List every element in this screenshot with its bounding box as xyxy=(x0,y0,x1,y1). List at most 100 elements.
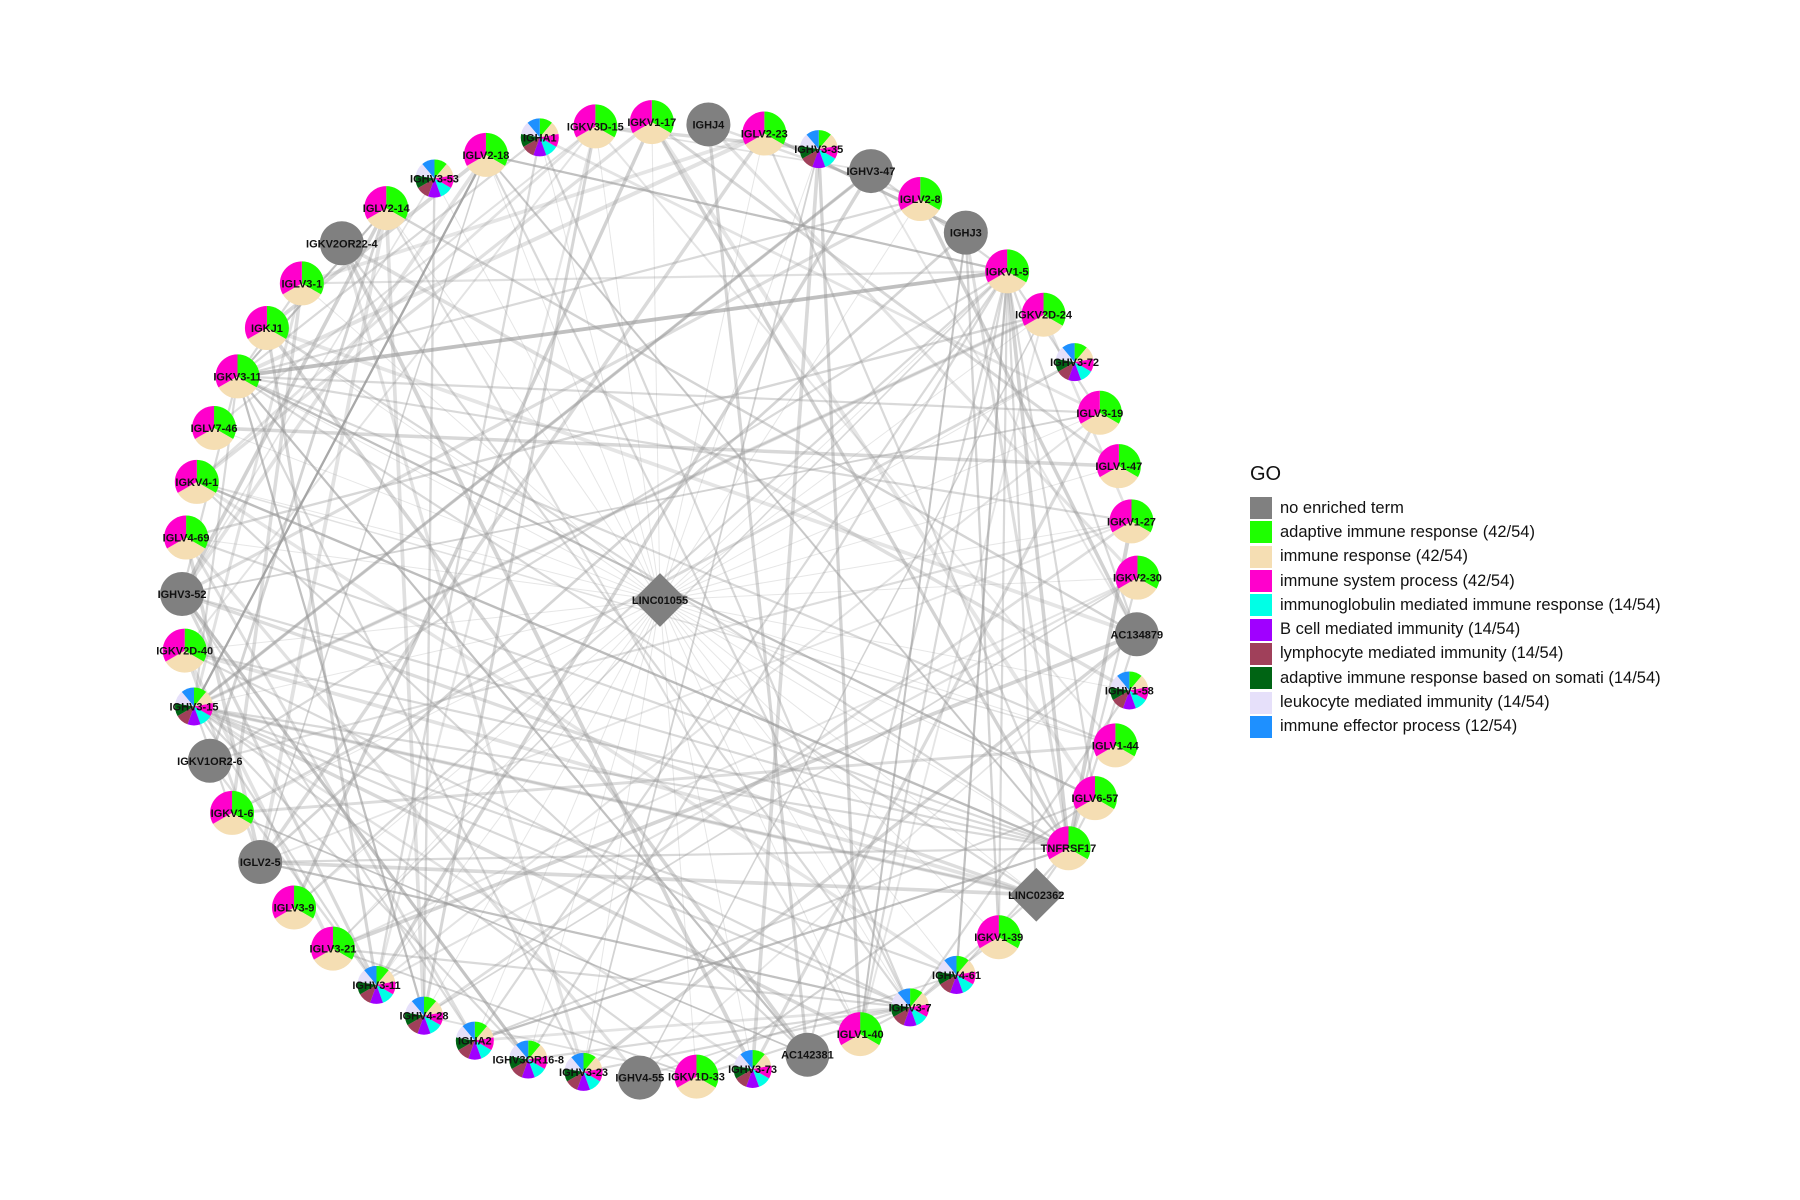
edge xyxy=(375,412,1101,986)
edge xyxy=(659,271,1008,601)
node-label: IGKV3-11 xyxy=(213,371,261,383)
edge xyxy=(236,376,426,1016)
node-label: IGLV4-69 xyxy=(163,533,210,545)
edge xyxy=(423,520,1133,1017)
pie-slice xyxy=(274,907,314,930)
node-label: IGHV3-15 xyxy=(170,701,219,713)
edge xyxy=(259,520,1132,863)
edge xyxy=(293,599,661,908)
edge xyxy=(209,520,1132,762)
edge xyxy=(340,241,1131,692)
pie-slice xyxy=(802,149,819,167)
edge xyxy=(859,232,967,1035)
pie-slice xyxy=(1109,499,1132,533)
pie-slice xyxy=(1074,343,1087,363)
pie-slice xyxy=(539,134,559,147)
edge xyxy=(192,283,304,707)
pie-slice xyxy=(462,1021,475,1041)
node-label: IGKV3D-15 xyxy=(567,121,624,133)
pie-slice xyxy=(1043,292,1066,326)
edge xyxy=(184,649,1069,850)
edge xyxy=(659,520,1132,601)
pie-slice xyxy=(434,175,454,189)
edge xyxy=(1006,271,1038,895)
legend-swatch xyxy=(1250,545,1272,568)
pie-slice xyxy=(272,885,295,919)
node-label: LINC02362 xyxy=(1008,890,1064,902)
node-igkv1-27 xyxy=(1109,499,1154,544)
node-label: IGHV3-53 xyxy=(410,174,459,186)
edge xyxy=(340,242,586,1073)
node-label: LINC01055 xyxy=(632,595,688,607)
pie-slice xyxy=(1074,358,1094,372)
edge xyxy=(193,705,698,1078)
edge xyxy=(1006,271,1097,799)
edge xyxy=(181,593,476,1042)
edge xyxy=(208,207,388,762)
pie-slice xyxy=(841,1034,880,1057)
edge xyxy=(332,576,1138,950)
edge xyxy=(539,136,1101,415)
edge xyxy=(301,131,765,286)
pie-slice xyxy=(164,515,187,549)
edge xyxy=(180,593,530,1061)
edge xyxy=(474,847,1069,1042)
edge xyxy=(180,593,530,1061)
edge xyxy=(1006,271,1138,635)
edge xyxy=(650,120,1120,468)
node-ighj4 xyxy=(686,102,731,147)
edge xyxy=(695,797,1096,1078)
node-tnfrsf17 xyxy=(1046,826,1091,871)
edge xyxy=(259,231,967,864)
pie-slice xyxy=(893,1007,911,1026)
edge xyxy=(706,124,809,1055)
pie-slice xyxy=(539,118,553,138)
edge xyxy=(181,592,1037,897)
pie-slice xyxy=(806,130,819,150)
edge xyxy=(231,812,808,1056)
node-label: IGLV3-1 xyxy=(281,278,322,290)
pie-slice xyxy=(1122,690,1136,710)
edge xyxy=(659,599,1000,938)
edge xyxy=(237,375,661,601)
edge xyxy=(236,131,766,379)
edge xyxy=(707,123,1139,579)
pie-slice xyxy=(364,186,387,220)
node-label: IGLV3-21 xyxy=(310,944,357,956)
plain-node xyxy=(617,1055,662,1100)
node-label: IGLV6-57 xyxy=(1072,793,1119,805)
edge xyxy=(237,269,1008,379)
pie-slice xyxy=(376,981,396,995)
node-igkv4-1 xyxy=(174,459,219,504)
pie-slice xyxy=(468,1040,482,1060)
pie-slice xyxy=(369,984,383,1004)
pie-slice xyxy=(985,249,1008,283)
node-label: IGKV1-6 xyxy=(211,808,254,820)
node-label: IGKV1OR2-6 xyxy=(177,756,242,768)
pie-slice xyxy=(474,1026,494,1041)
legend-label: leukocyte mediated immunity (14/54) xyxy=(1280,693,1550,712)
edge xyxy=(237,375,1116,747)
pie-slice xyxy=(1118,577,1157,600)
edge xyxy=(659,599,754,1070)
node-label: IGHV3-52 xyxy=(158,589,207,601)
pie-slice xyxy=(812,149,826,169)
node-iglv7-46 xyxy=(192,405,237,450)
legend-label: immune effector process (12/54) xyxy=(1280,717,1518,736)
legend-swatch xyxy=(1250,715,1272,738)
pie-slice xyxy=(860,1012,883,1046)
edge xyxy=(964,232,1070,849)
node-ighv3-15 xyxy=(175,687,214,726)
edge xyxy=(859,314,1045,1035)
edge xyxy=(196,480,1069,850)
node-iglv1-40 xyxy=(838,1012,883,1057)
edge xyxy=(193,705,957,976)
edge xyxy=(181,411,1100,595)
plain-node xyxy=(187,738,232,783)
edge xyxy=(301,283,661,601)
pie-slice xyxy=(407,1015,424,1034)
edge xyxy=(659,148,820,601)
pie-slice xyxy=(474,1021,488,1041)
pie-slice xyxy=(196,459,219,493)
node-ighv3-53 xyxy=(415,159,454,198)
